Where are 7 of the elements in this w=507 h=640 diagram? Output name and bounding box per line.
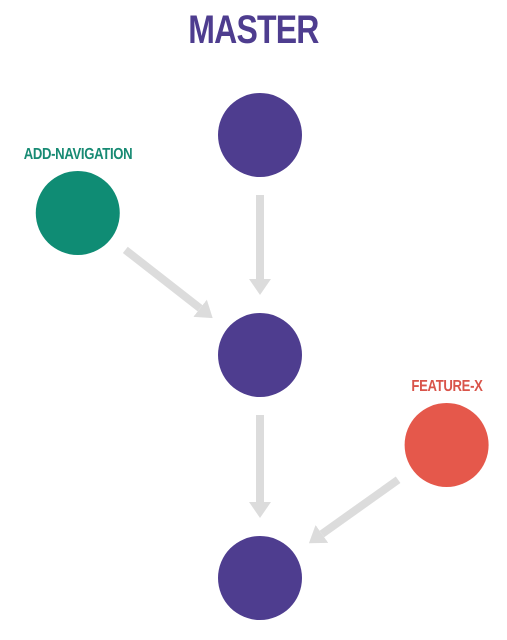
branch-label: FEATURE-X — [411, 377, 483, 397]
arrow — [249, 415, 271, 518]
arrow — [122, 246, 213, 318]
arrow — [308, 476, 400, 544]
branch-label: ADD-NAVIGATION — [24, 145, 132, 165]
arrow — [249, 195, 271, 295]
title: MASTER — [188, 8, 319, 52]
